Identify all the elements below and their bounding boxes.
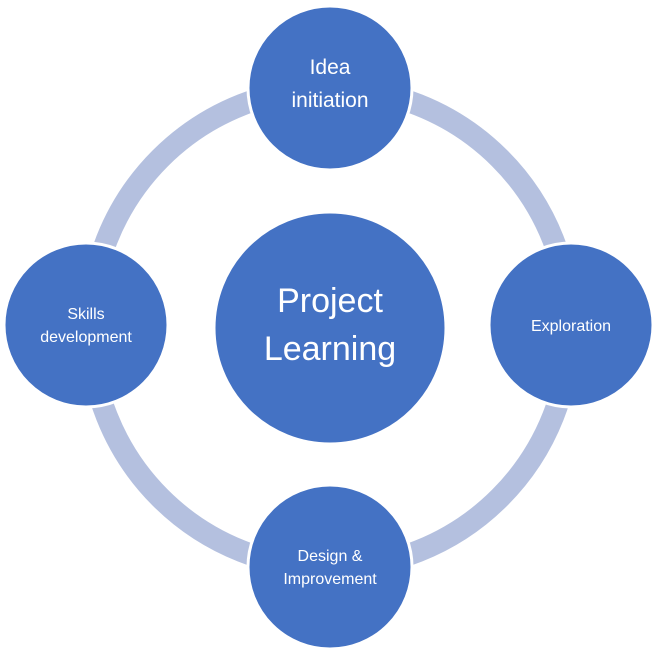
node-design-improvement-label-line1: Design & bbox=[298, 548, 363, 565]
node-exploration: Exploration bbox=[487, 241, 655, 409]
node-design-improvement-label-line2: Improvement bbox=[283, 571, 377, 588]
node-idea-initiation: Idea initiation bbox=[246, 4, 414, 172]
center-node: Project Learning bbox=[212, 210, 448, 446]
center-node-circle bbox=[212, 210, 448, 446]
center-node-label-line1: Project bbox=[277, 282, 383, 320]
node-skills-development: Skills development bbox=[2, 241, 170, 409]
node-skills-development-label-line1: Skills bbox=[67, 306, 104, 323]
node-idea-initiation-label-line2: initiation bbox=[291, 89, 368, 112]
node-idea-initiation-circle bbox=[246, 4, 414, 172]
center-node-label-line2: Learning bbox=[264, 330, 396, 368]
node-idea-initiation-label-line1: Idea bbox=[310, 56, 351, 79]
node-exploration-label: Exploration bbox=[531, 318, 611, 335]
node-design-improvement-circle bbox=[246, 483, 414, 651]
node-exploration-circle bbox=[487, 241, 655, 409]
node-design-improvement: Design & Improvement bbox=[246, 483, 414, 651]
node-skills-development-label-line2: development bbox=[40, 329, 132, 346]
node-skills-development-circle bbox=[2, 241, 170, 409]
